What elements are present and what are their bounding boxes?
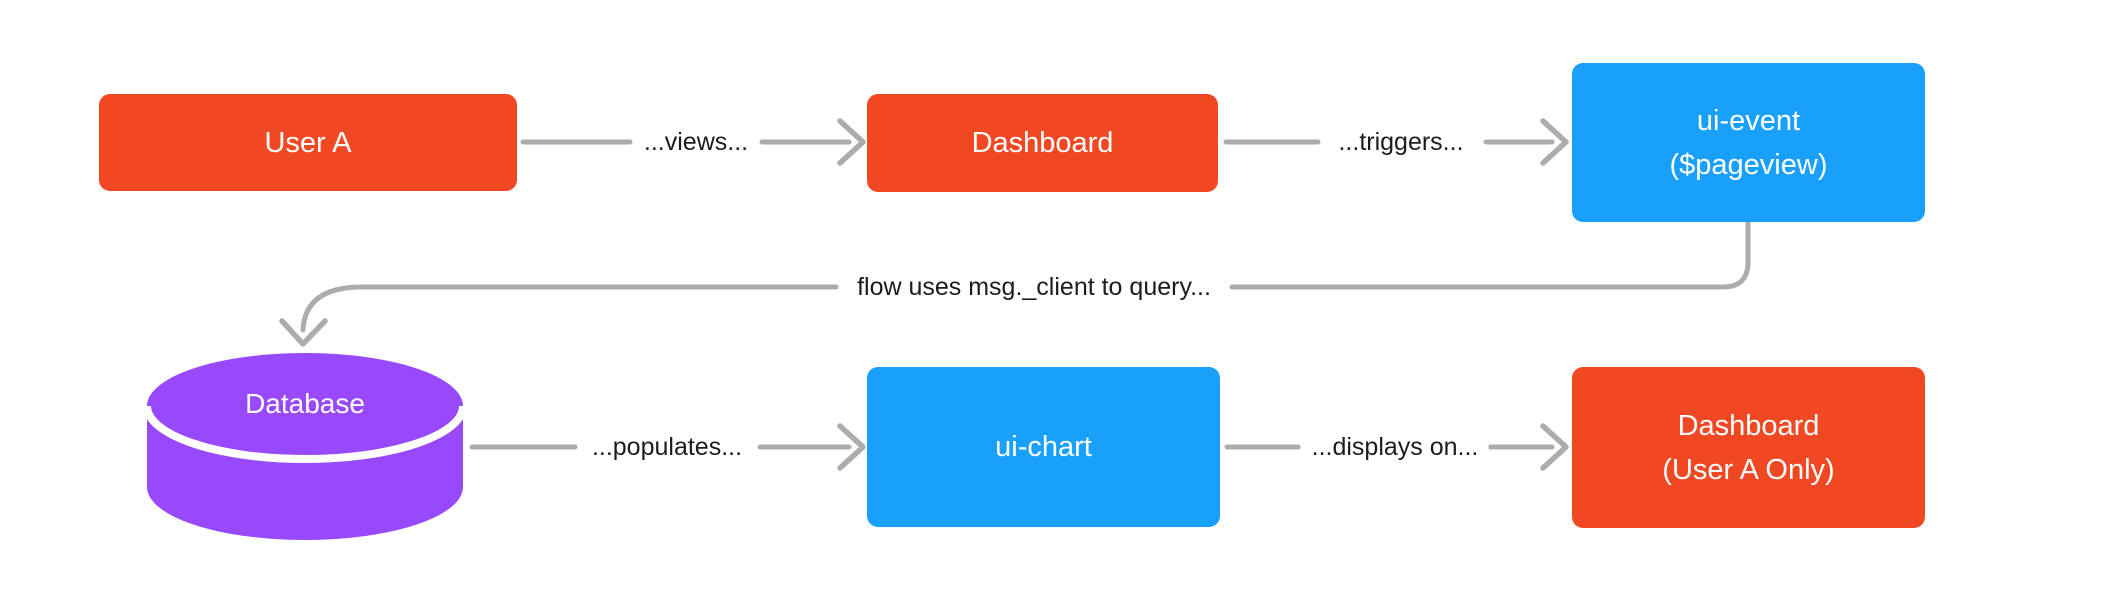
node-label: User A	[264, 126, 352, 159]
node-dashboard-user-a-only[interactable]: Dashboard (User A Only)	[1572, 367, 1925, 528]
connector-label-displays: ...displays on...	[1301, 431, 1489, 463]
connector-query-line-left	[300, 284, 839, 333]
connector-label-triggers: ...triggers...	[1328, 126, 1474, 158]
connector-label-query: flow uses msg._client to query...	[847, 271, 1221, 303]
arrow-right-icon	[1540, 118, 1569, 166]
node-ui-event[interactable]: ui-event ($pageview)	[1572, 63, 1925, 222]
node-dashboard[interactable]: Dashboard	[867, 94, 1218, 192]
node-label: ui-chart	[995, 431, 1092, 463]
node-database-label: Database	[245, 388, 365, 419]
arrow-right-icon	[837, 118, 866, 166]
node-label: ui-event	[1696, 104, 1801, 137]
node-sublabel: ($pageview)	[1669, 148, 1828, 181]
arrow-right-icon	[837, 423, 866, 471]
node-label: Dashboard	[971, 127, 1114, 159]
node-ui-chart[interactable]: ui-chart	[867, 367, 1220, 527]
node-sublabel: (User A Only)	[1662, 453, 1835, 486]
database-cylinder-body	[147, 406, 463, 540]
node-label: Dashboard	[1677, 409, 1820, 442]
node-database[interactable]	[143, 353, 467, 540]
arrow-right-icon	[1540, 423, 1569, 471]
node-user-a[interactable]: User A	[99, 94, 517, 191]
arrow-down-icon	[279, 318, 328, 347]
connector-label-populates: ...populates...	[581, 431, 753, 463]
connector-label-views: ...views...	[633, 126, 759, 158]
connector-query-line-right	[1229, 219, 1751, 290]
